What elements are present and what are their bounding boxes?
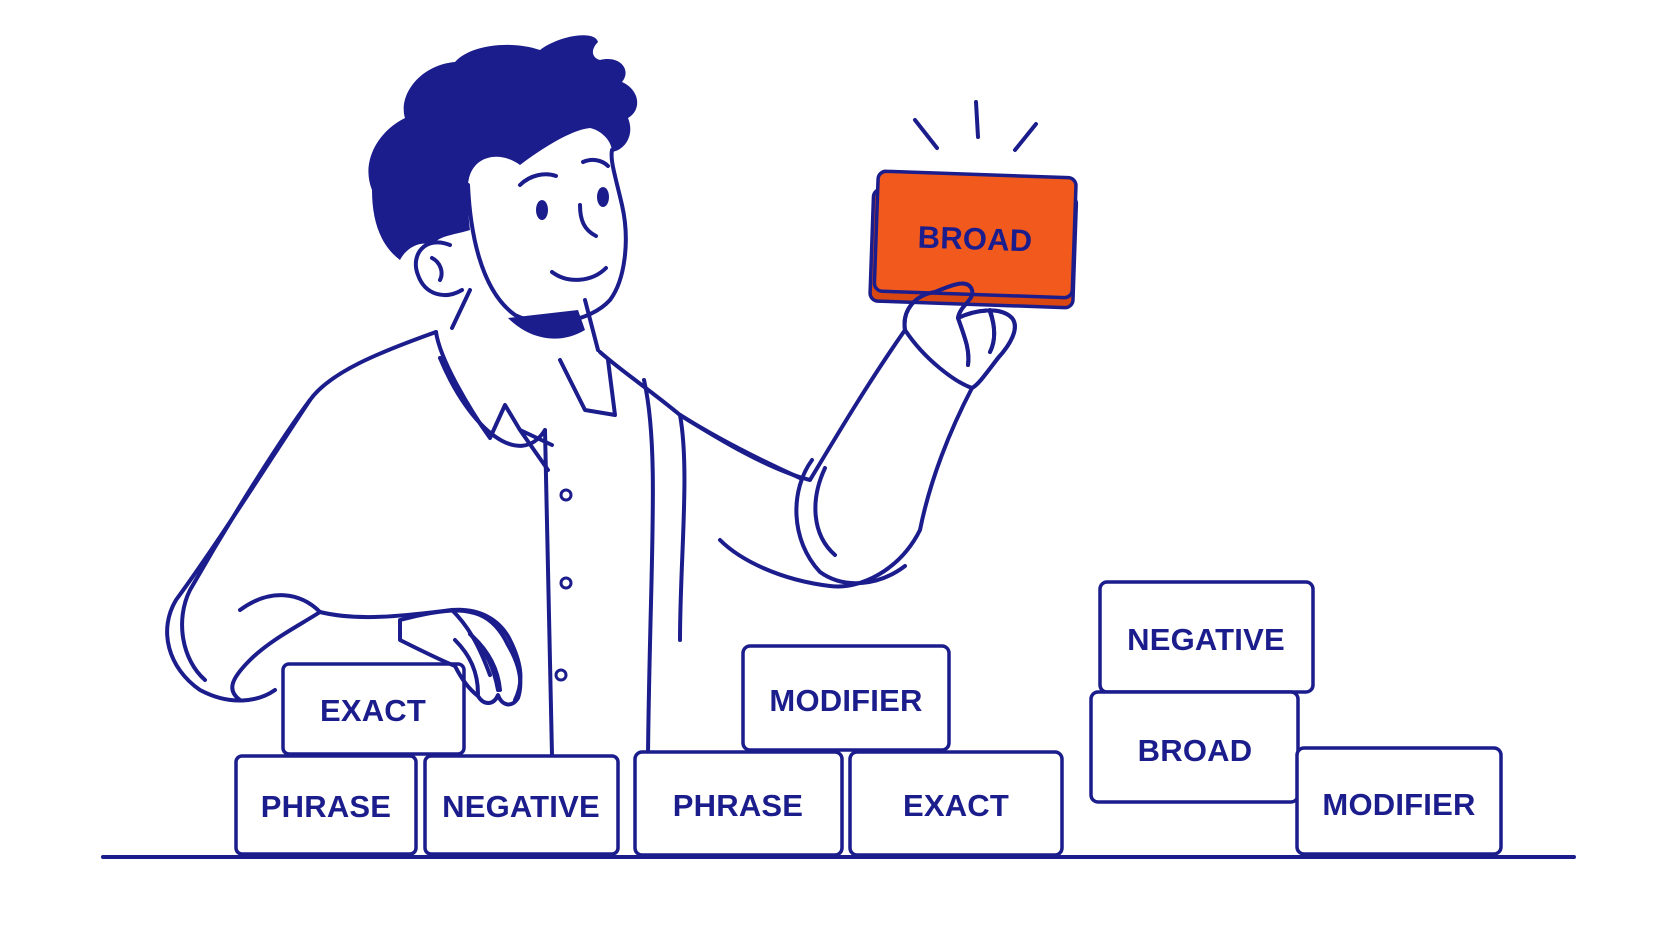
torso-right [678,413,687,642]
block-left-bottom-2-label: NEGATIVE [442,789,600,824]
collar [434,330,617,472]
block-left-top-label: EXACT [320,693,426,728]
block-left-bottom-1-label: PHRASE [261,789,391,824]
eyebrow [581,157,610,168]
eye [536,200,548,220]
left-hand-creases [453,632,500,696]
block-mid-bottom-2-label: EXACT [903,788,1009,823]
block-right-middle-label: BROAD [1138,733,1253,768]
block-mid-bottom-2 [848,750,1064,857]
block-left-bottom-2 [423,754,620,856]
block-right-side-label: MODIFIER [1322,787,1475,822]
block-mid-bottom-1-label: PHRASE [673,788,803,823]
nose [578,203,598,238]
eye [597,187,609,207]
hand-crease [956,310,997,367]
block-right-top-label: NEGATIVE [1127,622,1285,657]
held-block: BROAD [868,169,1079,310]
block-stack-left: EXACT PHRASE NEGATIVE [234,662,620,856]
right-sleeve-cuff [794,458,907,586]
shirt-outline [165,330,802,757]
block-mid-top [741,644,951,752]
block-mid-top-label: MODIFIER [769,683,922,718]
face-outline [466,148,628,325]
block-stack-middle: MODIFIER PHRASE EXACT [633,644,1064,857]
sparkle-lines [913,100,1038,152]
held-block-label: BROAD [917,219,1033,258]
block-left-top [281,662,466,756]
motion-line [913,118,939,150]
block-right-middle [1089,690,1300,804]
eyebrow [518,172,558,187]
block-left-bottom-1 [234,754,418,856]
motion-line [1013,122,1038,152]
hair [368,35,638,260]
block-right-side [1295,746,1503,856]
motion-line [974,100,980,139]
man-figure [165,35,1017,757]
smile [550,266,608,282]
left-arm [180,398,312,682]
shirt-button [554,668,568,682]
shirt-button [559,576,573,590]
block-stack-right: NEGATIVE BROAD MODIFIER [1089,580,1503,856]
block-mid-bottom-1 [633,750,844,857]
hand-fingers [902,281,1017,390]
left-hand [398,608,523,707]
right-arm [678,328,974,589]
shirt-button [559,488,573,502]
left-sleeve-cuff [230,593,322,702]
ear [413,240,464,297]
neck [450,288,600,352]
